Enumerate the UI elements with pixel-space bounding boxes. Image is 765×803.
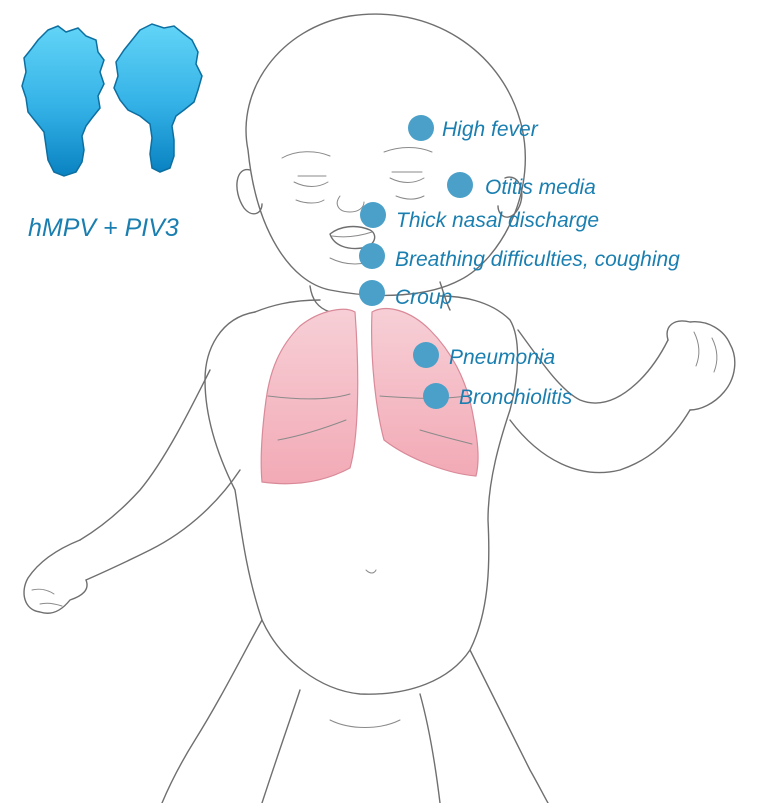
symptom-marker	[413, 342, 439, 368]
symptom-label: Otitis media	[485, 176, 596, 199]
virus-particle-icon	[114, 24, 202, 172]
symptom-high-fever: High fever	[408, 115, 539, 141]
symptom-breathing-difficulties: Breathing difficulties, coughing	[359, 243, 680, 271]
symptom-pneumonia: Pneumonia	[413, 342, 555, 369]
symptom-croup: Croup	[359, 280, 452, 309]
symptom-label: Pneumonia	[449, 346, 555, 369]
symptom-marker	[360, 202, 386, 228]
symptom-marker	[423, 383, 449, 409]
symptom-marker	[447, 172, 473, 198]
symptom-label: Bronchiolitis	[459, 386, 573, 409]
symptom-label: Thick nasal discharge	[396, 209, 599, 232]
symptom-otitis-media: Otitis media	[447, 172, 596, 199]
symptom-marker	[359, 280, 385, 306]
symptom-marker	[408, 115, 434, 141]
virus-particle-icon	[22, 26, 104, 176]
symptom-label: High fever	[442, 118, 539, 141]
symptom-label: Croup	[395, 286, 452, 309]
symptom-thick-nasal-discharge: Thick nasal discharge	[360, 202, 599, 232]
symptom-marker	[359, 243, 385, 269]
symptom-label: Breathing difficulties, coughing	[395, 248, 680, 271]
title-label: hMPV + PIV3	[28, 214, 179, 242]
